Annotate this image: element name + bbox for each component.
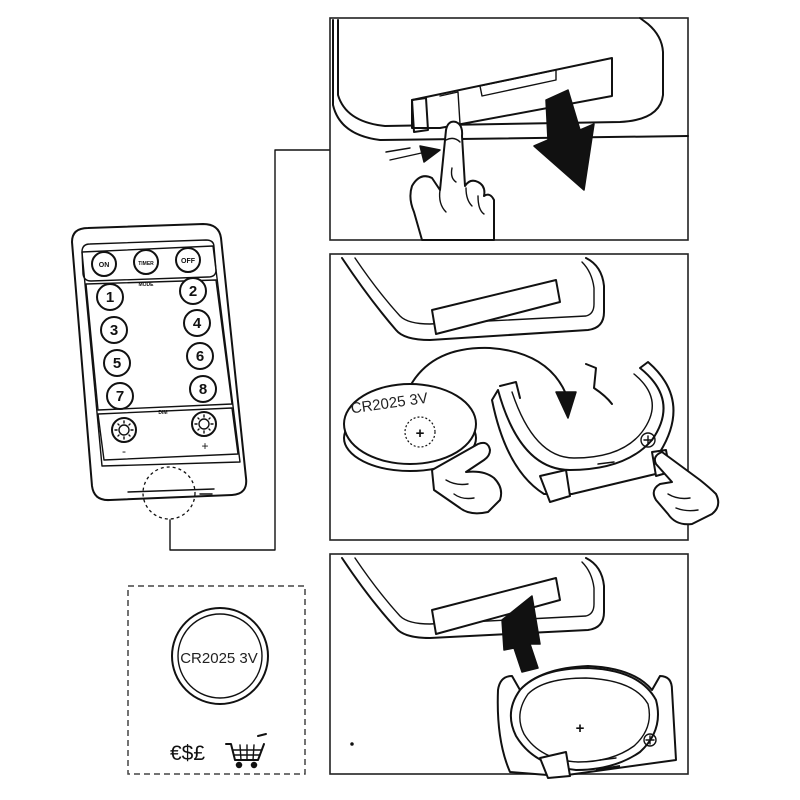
remote-face (81, 245, 241, 467)
housing-edge (341, 257, 605, 341)
timer-button: TIMER (133, 249, 159, 275)
sun-icon (194, 414, 214, 434)
off-button-label: OFF (181, 258, 196, 265)
mode-label: MODE (139, 282, 155, 288)
dim-down-button: - (111, 417, 137, 458)
timer-button-label: TIMER (138, 261, 154, 267)
legend-battery-outer (171, 607, 269, 705)
minus-label: - (122, 444, 126, 458)
coin-battery: CR2025 3V + (343, 383, 477, 472)
pointing-hand-icon (431, 441, 503, 515)
rotate-arrow-path (407, 346, 567, 395)
step-2-replace-battery: CR2025 3V + (329, 253, 720, 541)
remote-control: ON TIMER OFF MODE 1 2 3 4 5 6 7 8 DIM (71, 223, 248, 520)
button-2-label: 2 (189, 283, 197, 300)
button-5-label: 5 (113, 355, 121, 372)
dim-frame (97, 407, 239, 461)
pointing-hand-icon (409, 120, 495, 241)
holder-plus-mark (640, 432, 656, 448)
zoom-circle (142, 466, 196, 520)
housing-edge (332, 19, 689, 141)
down-arrow-icon (533, 89, 595, 191)
button-6-label: 6 (196, 348, 204, 365)
tray-slot (479, 69, 557, 97)
dim-up-button: + (191, 411, 217, 453)
coin-battery-polarity: + (416, 425, 425, 442)
tray-opening (431, 577, 561, 635)
top-button-frame (81, 239, 217, 282)
housing-edge (341, 557, 605, 639)
button-8-label: 8 (199, 381, 207, 398)
battery-tray-slot (127, 488, 215, 495)
push-line (389, 151, 427, 161)
housing-inner-edge (337, 17, 664, 127)
up-arrow-icon (501, 595, 541, 673)
tray-polarity-mark: + (576, 720, 585, 737)
tray-latch (411, 97, 429, 133)
button-1-label: 1 (106, 289, 114, 306)
step-1-release-tray (329, 17, 689, 241)
sun-icon (114, 420, 134, 440)
on-button: ON (91, 251, 117, 277)
button-3-label: 3 (110, 322, 118, 339)
shopping-cart-icon (225, 733, 267, 769)
on-button-label: ON (99, 262, 110, 269)
tray-opening (431, 279, 561, 335)
step-3-insert-tray: + (329, 553, 689, 779)
battery-tray-with-coin: + (496, 665, 677, 779)
legend-box: CR2025 3V €$£ (127, 585, 306, 775)
push-arrow-icon (419, 145, 441, 163)
button-7-label: 7 (116, 388, 124, 405)
mode-frame (85, 279, 233, 411)
dim-label: DIM (158, 410, 167, 416)
button-4-label: 4 (193, 315, 202, 332)
plus-label: + (201, 439, 208, 453)
battery-tray (411, 57, 613, 129)
rotate-arrow-icon (555, 391, 577, 419)
legend-battery-inner (177, 613, 263, 699)
number-buttons: 1 2 3 4 5 6 7 8 (96, 277, 217, 410)
connector-lines (169, 149, 331, 551)
legend-battery-label: CR2025 3V (180, 650, 258, 667)
pointing-hand-icon (652, 451, 720, 526)
currency-symbols: €$£ (170, 742, 205, 765)
battery-holder (491, 361, 675, 503)
off-button: OFF (175, 247, 201, 273)
